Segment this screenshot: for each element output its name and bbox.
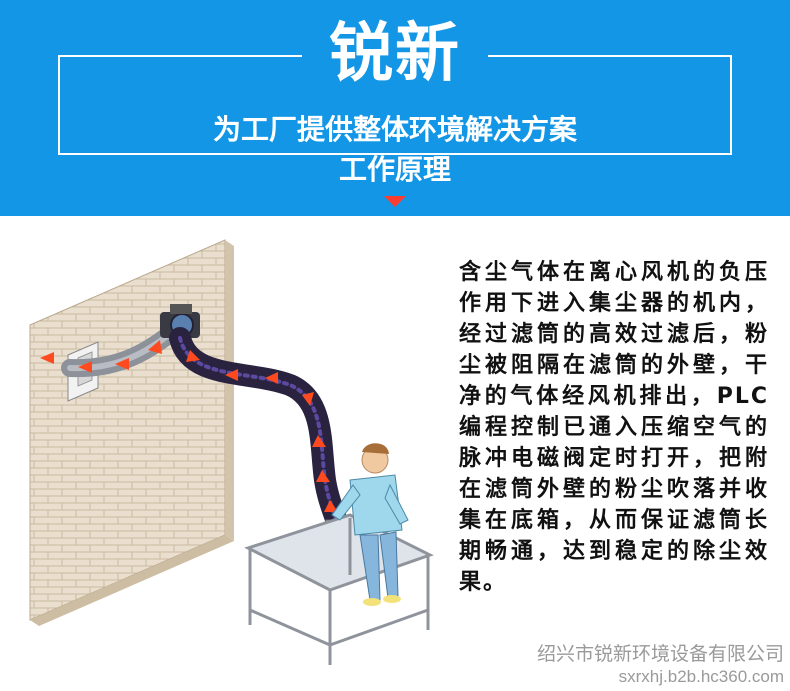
header-frame-line-right bbox=[488, 55, 732, 57]
header-banner: 锐新 为工厂提供整体环境解决方案 工作原理 bbox=[0, 0, 790, 216]
header-frame bbox=[58, 55, 732, 155]
brick-wall bbox=[29, 239, 234, 626]
worker-figure bbox=[331, 443, 409, 606]
airflow-arrows bbox=[40, 340, 338, 512]
watermark: 绍兴市锐新环境设备有限公司 sxrxhj.b2b.hc360.com bbox=[537, 644, 784, 688]
header-frame-line-left bbox=[58, 55, 302, 57]
work-table bbox=[244, 513, 434, 665]
working-principle-text: 含尘气体在离心风机的负压作用下进入集尘器的机内，经过滤筒的高效过滤后，粉尘被阻隔… bbox=[459, 260, 769, 595]
watermark-company: 绍兴市锐新环境设备有限公司 bbox=[536, 644, 784, 665]
dust-collector-illustration bbox=[29, 239, 434, 665]
watermark-url: sxrxhj.b2b.hc360.com bbox=[618, 667, 784, 686]
down-arrow-icon bbox=[384, 196, 406, 207]
brand-title: 锐新 bbox=[329, 17, 461, 91]
slogan: 为工厂提供整体环境解决方案 bbox=[170, 108, 620, 152]
section-subtitle: 工作原理 bbox=[338, 153, 451, 186]
